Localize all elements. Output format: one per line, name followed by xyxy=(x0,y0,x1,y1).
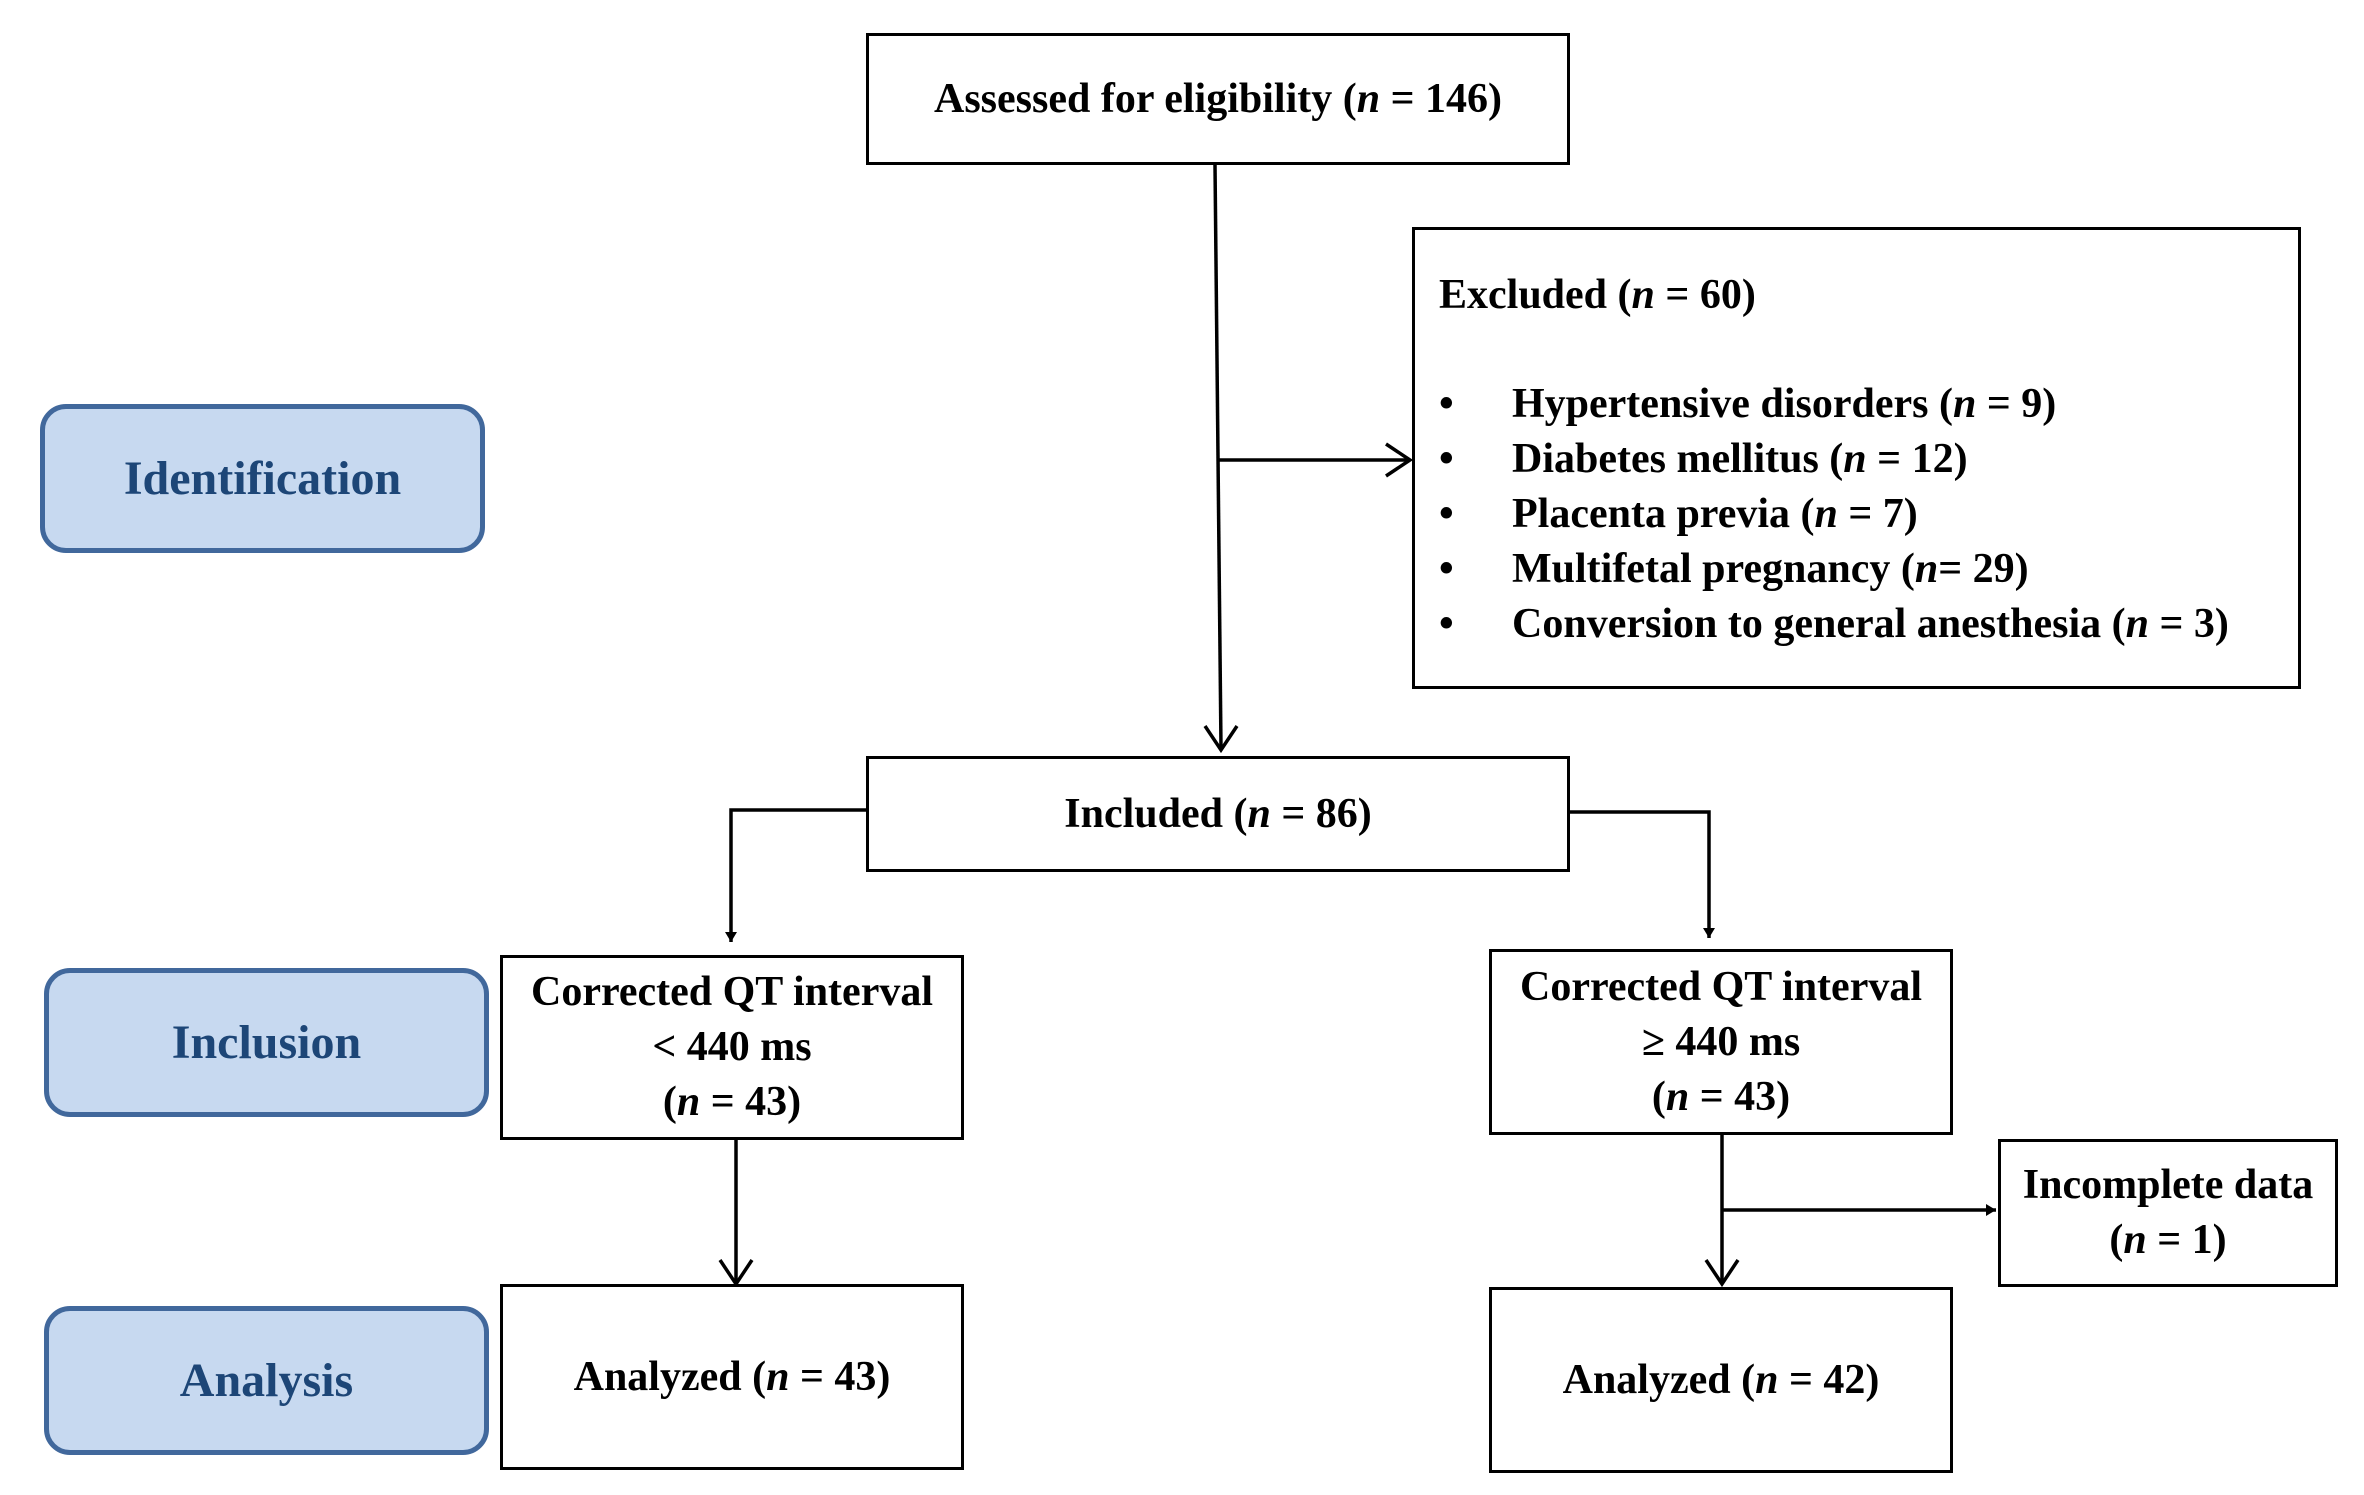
arrow-included-to-low xyxy=(725,808,866,942)
included-box: Included (n = 86) xyxy=(866,756,1570,872)
assessed-box: Assessed for eligibility (n = 146) xyxy=(866,33,1570,165)
excluded-reason: •Placenta previa (n = 7) xyxy=(1439,491,1918,537)
excluded-reason: •Diabetes mellitus (n = 12) xyxy=(1439,436,1968,482)
analyzed-high-box: Analyzed (n = 42) xyxy=(1489,1287,1953,1473)
excluded-reasons-list: •Hypertensive disorders (n = 9) •Diabete… xyxy=(1439,377,2229,652)
analyzed-low-box: Analyzed (n = 43) xyxy=(500,1284,964,1470)
excluded-title: Excluded (n = 60) xyxy=(1439,272,1756,318)
excluded-reason: •Conversion to general anesthesia (n = 3… xyxy=(1439,601,2229,647)
stage-analysis: Analysis xyxy=(44,1306,489,1455)
excluded-reason: •Multifetal pregnancy (n= 29) xyxy=(1439,546,2029,592)
excluded-box: Excluded (n = 60) •Hypertensive disorder… xyxy=(1412,227,2301,689)
qtc-low-box: Corrected QT interval < 440 ms (n = 43) xyxy=(500,955,964,1140)
excluded-reason: •Hypertensive disorders (n = 9) xyxy=(1439,381,2057,427)
qtc-high-box: Corrected QT interval ≥ 440 ms (n = 43) xyxy=(1489,949,1953,1135)
stage-inclusion: Inclusion xyxy=(44,968,489,1117)
arrow-assessed-to-included xyxy=(1213,164,1223,749)
stage-identification: Identification xyxy=(40,404,485,553)
incomplete-data-box: Incomplete data (n = 1) xyxy=(1998,1139,2338,1287)
arrow-included-to-high xyxy=(1570,810,1715,938)
